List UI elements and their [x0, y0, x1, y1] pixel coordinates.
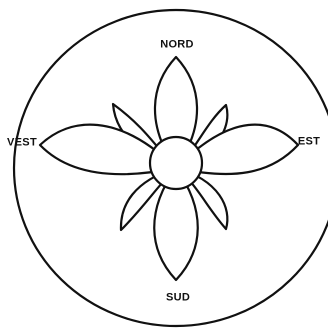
label-south: SUD	[166, 293, 190, 304]
label-west: VEST	[7, 138, 37, 149]
label-north: NORD	[160, 40, 194, 51]
label-east: EST	[298, 137, 320, 148]
center-circle	[150, 137, 202, 189]
